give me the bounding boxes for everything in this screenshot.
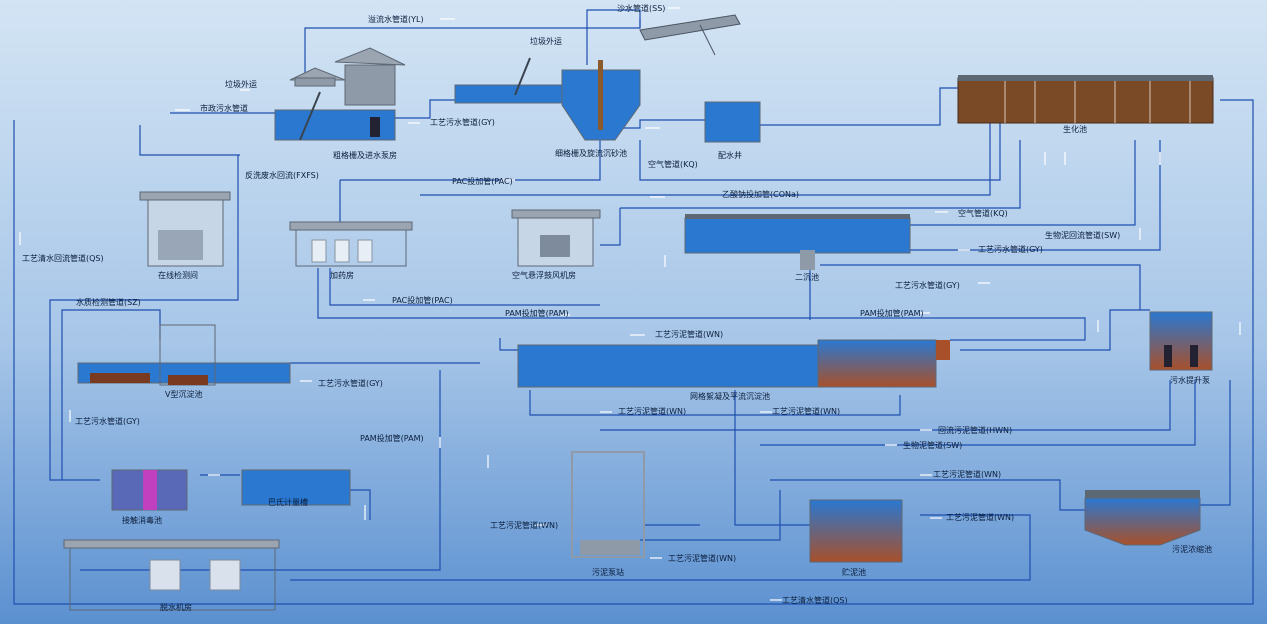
- fine-screen-unit: [454, 57, 641, 141]
- blower-room-label: 空气悬浮鼓风机房: [512, 270, 576, 280]
- bio-return-label: 生物泥回流管道(SW): [1045, 230, 1120, 240]
- clear-water-label: 工艺清水管道(QS): [782, 595, 848, 605]
- pam-3-label: PAM投加管(PAM): [360, 433, 424, 443]
- trash-label-2: 垃圾外运: [225, 79, 257, 89]
- bio-sludge-label: 生物泥管道(SW): [903, 440, 962, 450]
- contact-tank-label: 接触消毒池: [122, 515, 162, 525]
- lift-pump-label: 污水提升泵: [1170, 375, 1210, 385]
- process-gy-1-label: 工艺污水管道(GY): [430, 117, 495, 127]
- pac-1-label: PAC投加管(PAC): [452, 176, 513, 186]
- return-sludge-label: 回流污泥管道(HWN): [938, 425, 1012, 435]
- pipe-labels: 溢流水管道(YL) 沙水管道(SS) 垃圾外运 垃圾外运 市政污水管道 工艺污水…: [22, 3, 1120, 605]
- dosing-room: [289, 221, 413, 267]
- sludge-storage-label: 贮泥池: [842, 567, 866, 577]
- contact-tank: [111, 469, 188, 511]
- sludge-pump-label: 污泥泵站: [592, 567, 624, 577]
- process-gy-5-label: 工艺污水管道(GY): [75, 416, 140, 426]
- dewater-room-label: 脱水机房: [160, 602, 192, 612]
- sludge-storage: [809, 499, 903, 563]
- wn-4-label: 工艺污泥管道(WN): [933, 469, 1001, 479]
- coarse-screen-unit: [274, 47, 406, 141]
- blower-room: [511, 209, 601, 267]
- wn-2-label: 工艺污泥管道(WN): [618, 406, 686, 416]
- bio-tank-label: 生化池: [1063, 124, 1087, 134]
- wn-6-label: 工艺污泥管道(WN): [490, 520, 558, 530]
- sewage-lift-pump: [1149, 311, 1213, 371]
- wn-7-label: 工艺污泥管道(WN): [668, 553, 736, 563]
- online-monitor-room: [139, 191, 231, 267]
- sand-water-pipe-label: 沙水管道(SS): [617, 3, 665, 13]
- wn-5-label: 工艺污泥管道(WN): [946, 512, 1014, 522]
- mesh-coag-unit: [517, 339, 950, 388]
- parshall-flume: [241, 469, 351, 506]
- v-filter-unit: [77, 324, 291, 386]
- online-monitor-label: 在线检测间: [158, 270, 198, 280]
- thickener: [1084, 490, 1201, 546]
- fine-screen-label: 细格栅及旋流沉砂池: [555, 148, 627, 158]
- secondary-clarifier-label: 二沉池: [795, 272, 819, 282]
- pam-2-label: PAM投加管(PAM): [860, 308, 924, 318]
- flow-arrows: [19, 7, 1241, 601]
- dewatering-room: [63, 539, 280, 611]
- secondary-clarifier: [684, 214, 911, 270]
- bio-tank-unit: [957, 75, 1214, 124]
- process-gy-2-label: 工艺污水管道(GY): [978, 244, 1043, 254]
- air-2-label: 空气管道(KQ): [958, 208, 1008, 218]
- sand-separator: [639, 14, 741, 56]
- process-gy-3-label: 工艺污水管道(GY): [895, 280, 960, 290]
- thickener-label: 污泥浓缩池: [1172, 544, 1212, 554]
- parshall-label: 巴氏计量槽: [268, 497, 308, 507]
- wn-3-label: 工艺污泥管道(WN): [772, 406, 840, 416]
- acetate-label: 乙酸钠投加管(CONa): [722, 189, 799, 199]
- clear-return-label: 工艺清水回流管道(QS): [22, 253, 104, 263]
- overflow-pipe-label: 溢流水管道(YL): [368, 14, 424, 24]
- trash-label-1: 垃圾外运: [530, 36, 562, 46]
- air-1-label: 空气管道(KQ): [648, 159, 698, 169]
- coarse-screen-label: 粗格栅及进水泵房: [333, 150, 397, 160]
- mesh-coag-label: 网格絮凝及平流沉淀池: [690, 391, 770, 401]
- pam-1-label: PAM投加管(PAM): [505, 308, 569, 318]
- quality-check-label: 水质检测管道(SZ): [76, 297, 141, 307]
- municipal-pipe-label: 市政污水管道: [200, 103, 248, 113]
- distribution-well-label: 配水井: [718, 150, 742, 160]
- distribution-well: [704, 101, 761, 143]
- process-gy-4-label: 工艺污水管道(GY): [318, 378, 383, 388]
- wn-1-label: 工艺污泥管道(WN): [655, 329, 723, 339]
- dosing-room-label: 加药房: [330, 270, 354, 280]
- v-filter-label: V型沉淀池: [165, 389, 202, 399]
- sludge-pump-station: [571, 451, 645, 558]
- backwash-label: 反洗废水回流(FXFS): [245, 170, 319, 180]
- pac-2-label: PAC投加管(PAC): [392, 295, 453, 305]
